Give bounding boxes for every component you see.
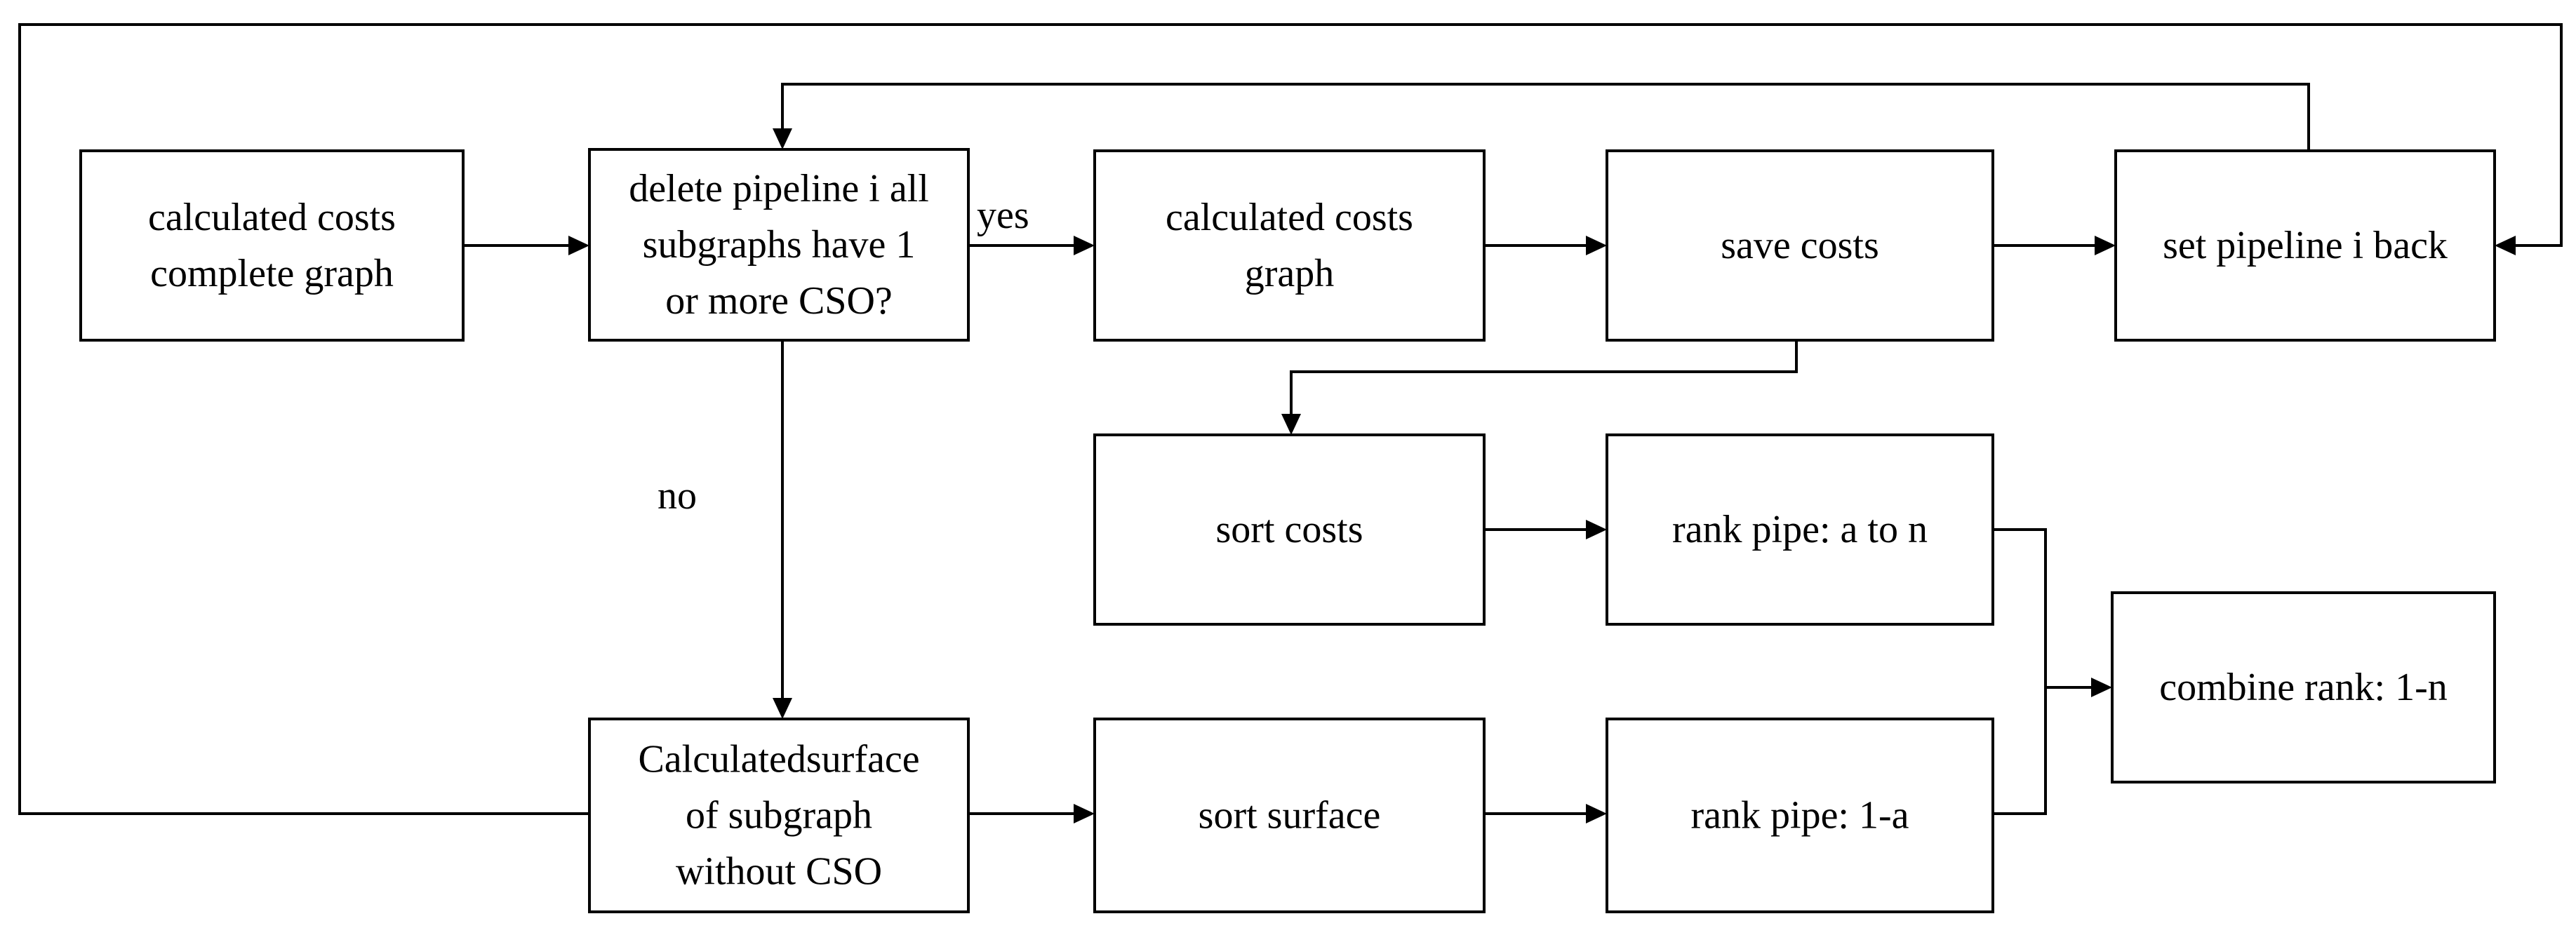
node-label-line: sort surface xyxy=(1199,794,1381,838)
edge-label-no: no xyxy=(658,474,697,518)
node-label-line: complete graph xyxy=(150,252,394,295)
arrowhead xyxy=(773,698,792,719)
node-box xyxy=(79,149,465,342)
arrowhead xyxy=(1074,804,1095,823)
node-label-line: without CSO xyxy=(676,850,882,894)
node-box xyxy=(2111,591,2496,783)
node-box xyxy=(1093,718,1486,913)
node-calc-graph: calculated costs graph xyxy=(1093,149,1486,342)
node-calc-complete: calculated costs complete graph xyxy=(79,149,465,342)
node-box xyxy=(2114,149,2496,342)
node-label-line: rank pipe: a to n xyxy=(1672,508,1928,551)
node-label-line: of subgraph xyxy=(686,794,872,838)
edges xyxy=(18,23,2563,823)
node-label-line: delete pipeline i all xyxy=(629,167,929,210)
arrowhead xyxy=(2091,678,2112,697)
node-sort-surface: sort surface xyxy=(1093,718,1486,913)
arrowhead xyxy=(2095,236,2116,255)
node-box xyxy=(588,148,970,342)
edge-label-yes: yes xyxy=(977,194,1029,237)
node-set-back: set pipeline i back xyxy=(2114,149,2496,342)
nodes: calculated costs complete graph delete pi… xyxy=(79,148,2496,913)
node-calc-surface: Calculatedsurface of subgraph without CSO xyxy=(588,718,970,913)
node-label-line: combine rank: 1-n xyxy=(2159,666,2448,709)
node-label-line: sort costs xyxy=(1216,508,1363,551)
arrowhead xyxy=(1586,804,1607,823)
node-delete-pipeline: delete pipeline i all subgraphs have 1 or … xyxy=(588,148,970,342)
node-rank-a-n: rank pipe: a to n xyxy=(1606,433,1994,626)
edge-rank-1-a-to-combine xyxy=(1993,687,2047,815)
arrowhead xyxy=(568,236,589,255)
arrowhead xyxy=(1074,236,1095,255)
node-label-line: graph xyxy=(1245,252,1335,295)
node-label-line: Calculatedsurface xyxy=(638,738,919,781)
node-label-line: save costs xyxy=(1721,224,1879,267)
node-rank-1-a: rank pipe: 1-a xyxy=(1606,718,1994,913)
node-box xyxy=(588,718,970,913)
node-sort-costs: sort costs xyxy=(1093,433,1486,626)
node-box xyxy=(1606,718,1994,913)
edge-set-back-loop-to-delete xyxy=(781,83,2310,151)
node-label-line: subgraphs have 1 xyxy=(643,223,916,267)
arrowhead xyxy=(2495,236,2516,255)
edge-save-to-sort-costs xyxy=(1290,340,1798,417)
arrowhead xyxy=(1281,414,1301,435)
arrowhead xyxy=(773,128,792,149)
edge-rank-a-n-to-combine xyxy=(1993,528,2095,689)
node-box xyxy=(1606,433,1994,626)
arrowhead xyxy=(1586,236,1607,255)
node-label-line: calculated costs xyxy=(1166,196,1413,239)
node-box xyxy=(1606,149,1994,342)
node-save-costs: save costs xyxy=(1606,149,1994,342)
node-box xyxy=(1093,433,1486,626)
node-label-line: rank pipe: 1-a xyxy=(1691,794,1909,838)
node-label-line: or more CSO? xyxy=(665,279,893,323)
node-combine: combine rank: 1-n xyxy=(2111,591,2496,783)
node-box xyxy=(1093,149,1486,342)
node-label-line: set pipeline i back xyxy=(2163,224,2448,267)
node-label-line: calculated costs xyxy=(148,196,396,239)
edge-outer-loop-to-set-back xyxy=(18,23,2563,815)
arrowhead xyxy=(1586,520,1607,539)
